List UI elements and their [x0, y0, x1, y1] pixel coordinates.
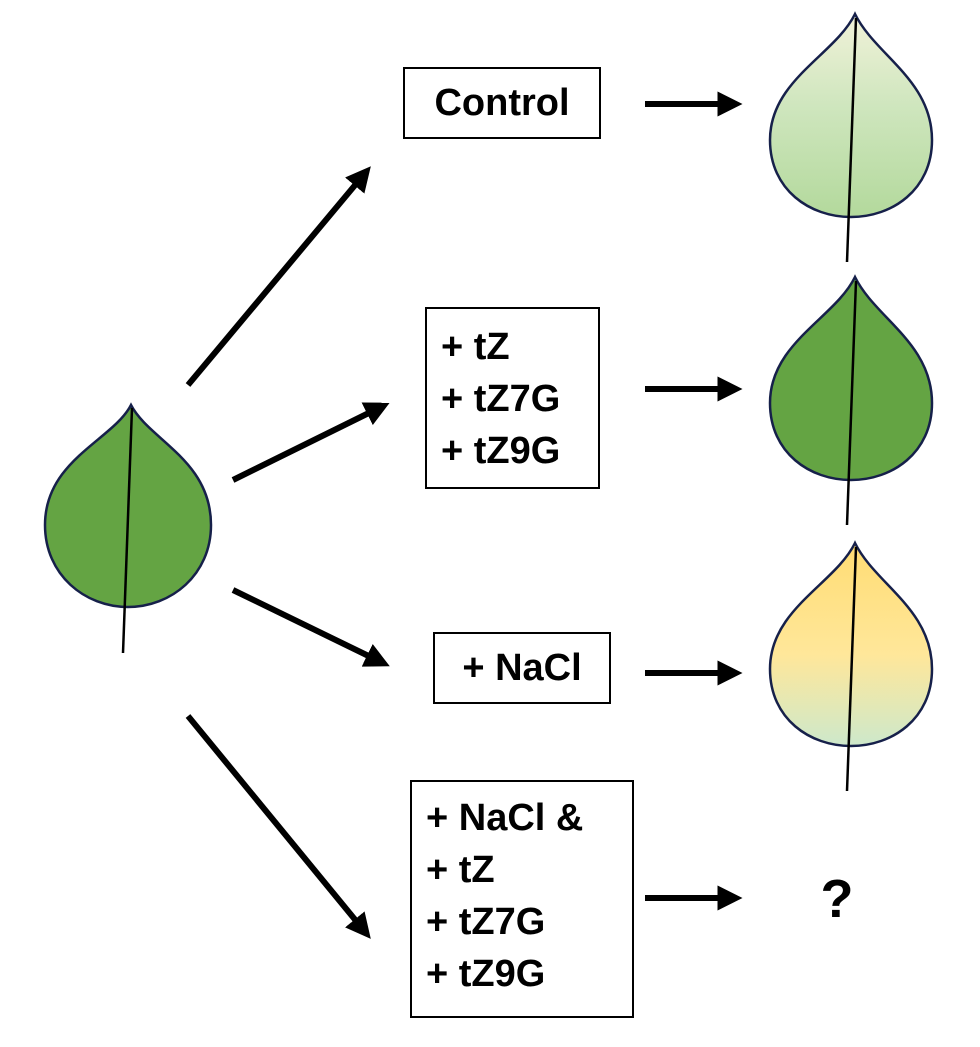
cytokinins-box: + tZ + tZ7G + tZ9G — [425, 307, 600, 489]
cytokinins-leaf-midrib — [845, 280, 858, 526]
cytokinins-outcome-leaf — [768, 274, 934, 526]
control-leaf-midrib — [845, 17, 858, 263]
arrow-to-combined — [185, 714, 371, 939]
cytokinins-line-3: + tZ9G — [441, 430, 561, 472]
control-leaf-blade — [768, 11, 934, 219]
combined-box: + NaCl & + tZ + tZ7G + tZ9G — [410, 780, 634, 1018]
salt-label: + NaCl — [462, 647, 582, 689]
cytokinins-line-1: + tZ — [441, 326, 510, 368]
combined-line-1: + NaCl & — [426, 797, 584, 839]
arrow-to-cytokinins — [231, 402, 390, 483]
source-leaf — [43, 402, 213, 654]
arrow-to-salt — [231, 587, 390, 667]
salt-leaf-midrib — [845, 546, 858, 792]
cytokinins-leaf-blade — [768, 274, 934, 482]
control-box: Control — [403, 67, 601, 139]
salt-box: + NaCl — [433, 632, 611, 704]
salt-outcome-leaf — [768, 540, 934, 792]
combined-line-3: + tZ7G — [426, 901, 546, 943]
arrow-to-control — [185, 166, 371, 387]
salt-leaf-blade — [768, 540, 934, 748]
cytokinins-line-2: + tZ7G — [441, 378, 561, 420]
control-label: Control — [434, 82, 570, 124]
unknown-outcome-question-mark: ? — [820, 869, 854, 929]
combined-line-4: + tZ9G — [426, 953, 546, 995]
control-outcome-leaf — [768, 11, 934, 263]
combined-line-2: + tZ — [426, 849, 495, 891]
source-leaf-midrib — [121, 407, 134, 654]
